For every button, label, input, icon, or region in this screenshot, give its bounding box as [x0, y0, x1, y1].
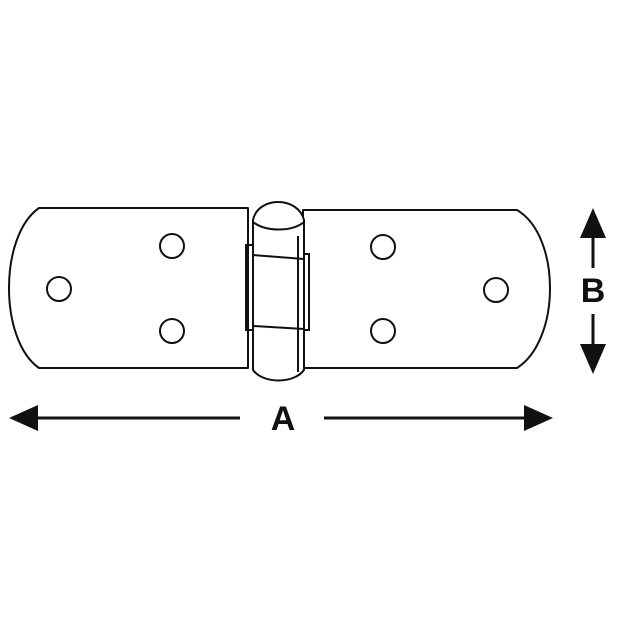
dimension-a: A — [9, 400, 553, 438]
dimension-b-label: B — [581, 272, 606, 310]
knuckle-joint-lower — [252, 325, 305, 330]
left-leaf-hole-bottom — [159, 318, 185, 344]
right-leaf-hole-top — [370, 234, 396, 260]
dimension-b-arrow-up — [580, 208, 606, 238]
left-leaf-plate — [8, 207, 249, 369]
dimension-b: B — [580, 208, 606, 374]
right-leaf-plate — [302, 209, 551, 369]
left-leaf-hole-top — [159, 233, 185, 259]
left-hinge-leaf — [8, 207, 249, 369]
right-leaf-hole-outer — [483, 277, 509, 303]
hinge-knuckle — [245, 201, 310, 382]
dimension-a-label: A — [271, 400, 296, 438]
knuckle-tab-right — [304, 253, 310, 331]
right-hinge-leaf — [302, 209, 551, 369]
dimension-a-arrow-left — [9, 405, 38, 431]
dimension-a-arrow-right — [524, 405, 553, 431]
knuckle-cap-line — [252, 221, 305, 231]
knuckle-tab-left — [245, 244, 253, 331]
dimension-b-arrow-down — [580, 344, 606, 374]
knuckle-joint-upper — [252, 254, 305, 260]
knuckle-barrel — [252, 201, 305, 382]
right-leaf-hole-bottom — [370, 318, 396, 344]
left-leaf-hole-outer — [46, 276, 72, 302]
